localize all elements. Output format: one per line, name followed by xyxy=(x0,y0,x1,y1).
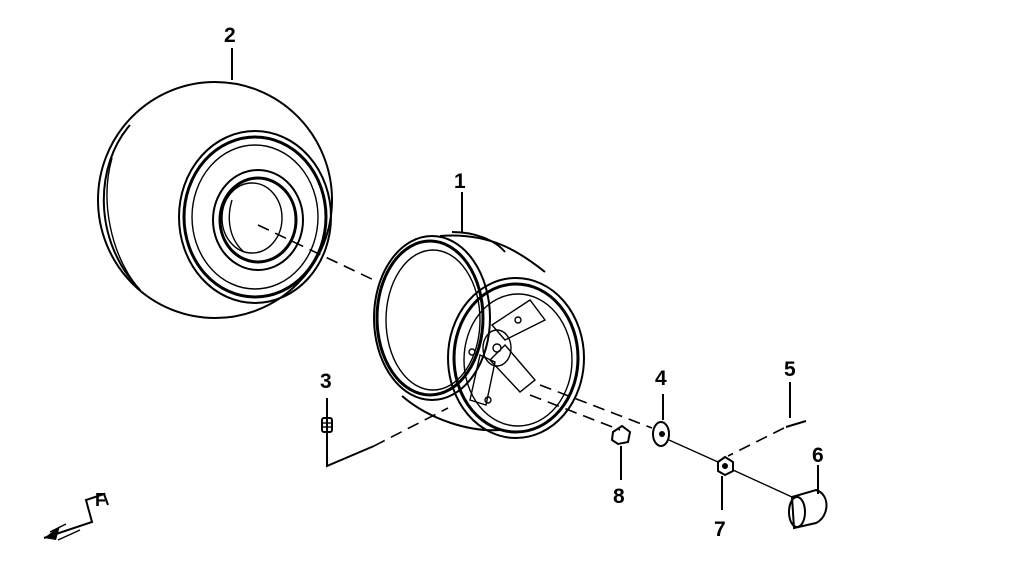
axle-centerline-lower xyxy=(539,384,653,429)
callout-6: 6 xyxy=(812,444,824,467)
rim xyxy=(373,231,585,439)
direction-letter: F xyxy=(95,490,106,510)
axle-centerline-upper xyxy=(257,224,379,283)
callout-1: 1 xyxy=(454,170,466,193)
hub-cap xyxy=(788,465,828,530)
callout-8: 8 xyxy=(613,485,625,508)
cotter-pin xyxy=(727,382,807,457)
washer xyxy=(652,394,719,463)
callout-7: 7 xyxy=(714,518,726,541)
rim-nut xyxy=(610,424,632,480)
front-direction-marker: F xyxy=(43,490,109,541)
callout-2: 2 xyxy=(224,24,236,47)
castle-nut xyxy=(717,455,793,510)
callout-3: 3 xyxy=(320,370,332,393)
valve-stem xyxy=(321,398,449,468)
callout-5: 5 xyxy=(784,358,796,381)
tire xyxy=(97,81,333,319)
nut-centerline xyxy=(529,394,621,431)
callout-4: 4 xyxy=(655,367,667,390)
